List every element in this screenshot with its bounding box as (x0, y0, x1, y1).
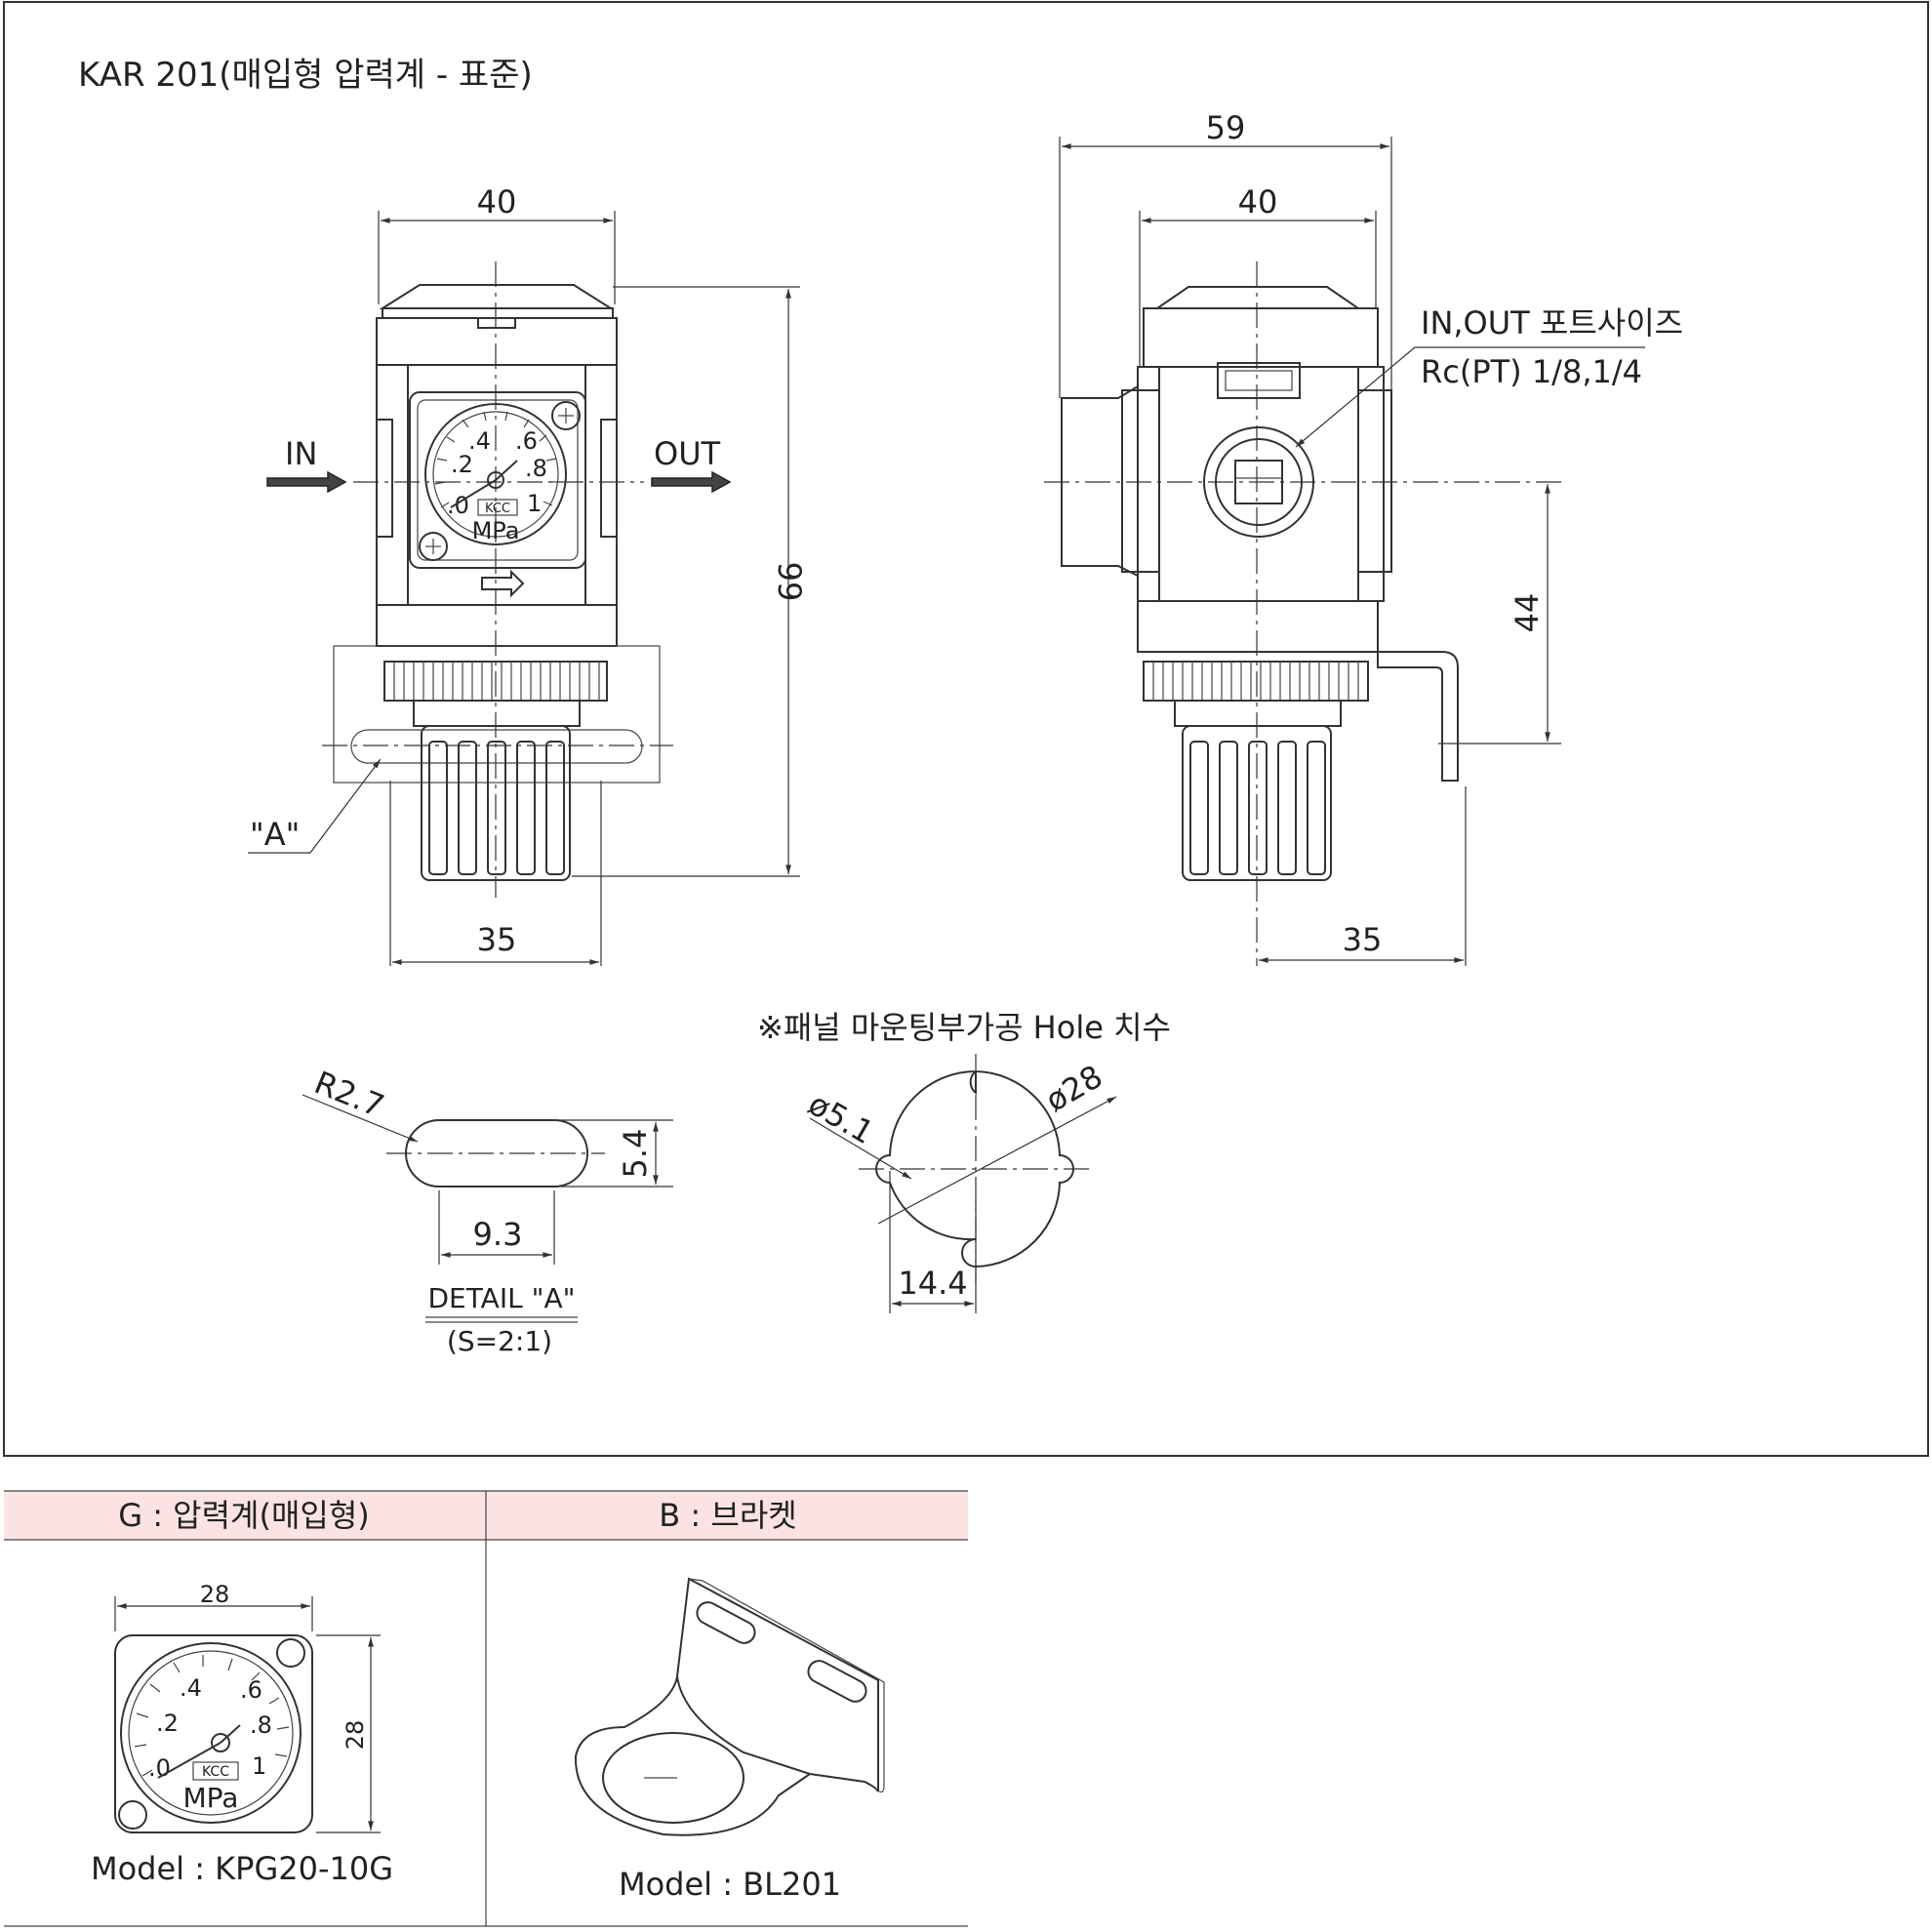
label-in: IN (285, 435, 317, 472)
out-arrow (651, 470, 732, 494)
port-label-2: Rc(PT) 1/8,1/4 (1421, 353, 1642, 390)
option-gauge-unit: MPa (183, 1782, 239, 1814)
label-detail-a: "A" (250, 816, 300, 853)
side-window (1217, 362, 1301, 399)
side-view: 59 40 35 44 IN,OUT 포트사이즈 Rc(PT) 1/8,1/4 (1044, 109, 1683, 966)
hole-dim-large: ø28 (1039, 1058, 1108, 1119)
side-dim-44: 44 (1509, 593, 1546, 633)
option-gauge: .2 .4 .6 .8 1 .0 KCC MPa 28 28 Model : K… (91, 1581, 393, 1887)
detail-dim-height: 5.4 (617, 1129, 654, 1179)
option-bracket-model: Model : BL201 (619, 1866, 841, 1903)
side-top-cap (1153, 286, 1362, 309)
front-gauge-tick-5: 1 (527, 490, 542, 517)
hole-dim-small: ø5.1 (802, 1085, 880, 1151)
front-gauge-panel (409, 391, 586, 569)
side-body (1137, 366, 1385, 602)
front-gauge-tick-3: .6 (515, 427, 538, 455)
table-header-bracket: B : 브라켓 (659, 1497, 796, 1534)
panel-note: ※패널 마운팅부가공 Hole 치수 (757, 1009, 1171, 1046)
hole-dim-offset: 14.4 (898, 1265, 967, 1302)
port-label-1: IN,OUT 포트사이즈 (1421, 304, 1683, 342)
bracket-vertical-plate (675, 1577, 879, 1792)
front-gauge-tick-4: .8 (525, 455, 547, 482)
front-dim-35: 35 (477, 921, 517, 958)
detail-dim-width: 9.3 (473, 1216, 523, 1253)
side-gauge-back (1061, 384, 1139, 578)
in-arrow (266, 470, 347, 494)
front-bracket-plate (333, 645, 661, 784)
option-gauge-tick-1: .2 (156, 1710, 179, 1737)
side-dim-40: 40 (1238, 183, 1278, 221)
front-body (376, 364, 618, 606)
option-gauge-tick-5: 1 (252, 1752, 266, 1780)
front-cap-band (382, 307, 614, 319)
front-gauge-tick-2: .4 (468, 427, 491, 455)
side-dim-59: 59 (1206, 109, 1246, 146)
front-screw-top (551, 401, 581, 430)
front-bracket-slot (350, 729, 643, 764)
front-gauge-brand-box (477, 499, 518, 516)
detail-a: 5.4 9.3 R2.7 DETAIL "A" (S=2:1) (302, 1064, 673, 1357)
bracket-base-plate (574, 1675, 811, 1836)
front-gauge-tick-6: .0 (447, 492, 469, 519)
option-gauge-tick-3: .6 (240, 1676, 262, 1704)
front-dim-40: 40 (477, 183, 517, 221)
panel-hole: 14.4 ø5.1 ø28 (802, 1054, 1117, 1313)
side-bracket (1377, 651, 1459, 782)
label-out: OUT (654, 435, 721, 472)
side-lock-ring (1143, 661, 1369, 702)
side-dim-35: 35 (1343, 921, 1383, 958)
options-table: G : 압력계(매입형) B : 브라켓 .2 . (4, 1490, 968, 1927)
hole-outline (875, 1069, 1074, 1268)
front-dim-99: 99 (771, 562, 808, 602)
option-gauge-brand: KCC (202, 1764, 229, 1780)
option-bracket: Model : BL201 (574, 1577, 885, 1903)
option-gauge-dim-width: 28 (200, 1581, 230, 1608)
front-gauge-brand: KCC (485, 502, 510, 516)
front-body-upper (376, 317, 618, 366)
detail-title: DETAIL "A" (427, 1282, 575, 1314)
detail-dim-radius: R2.7 (309, 1064, 389, 1125)
front-screw-bottom (419, 532, 448, 561)
drawing-frame (3, 1, 1929, 1457)
option-gauge-model: Model : KPG20-10G (91, 1850, 393, 1887)
detail-scale: (S=2:1) (447, 1325, 552, 1357)
front-top-cap (379, 284, 615, 309)
option-gauge-dim-height: 28 (342, 1720, 369, 1751)
table-header-gauge: G : 압력계(매입형) (118, 1497, 370, 1534)
option-gauge-tick-4: .8 (250, 1711, 272, 1739)
front-gauge-tick-1: .2 (451, 451, 473, 478)
bracket-hole (602, 1732, 745, 1824)
front-view: .2 .4 .6 .8 1 .0 KCC MPa (248, 183, 808, 966)
option-gauge-tick-2: .4 (180, 1674, 202, 1702)
front-flow-arrow (481, 569, 525, 598)
drawing-title: KAR 201(매입형 압력계 - 표준) (78, 56, 533, 95)
